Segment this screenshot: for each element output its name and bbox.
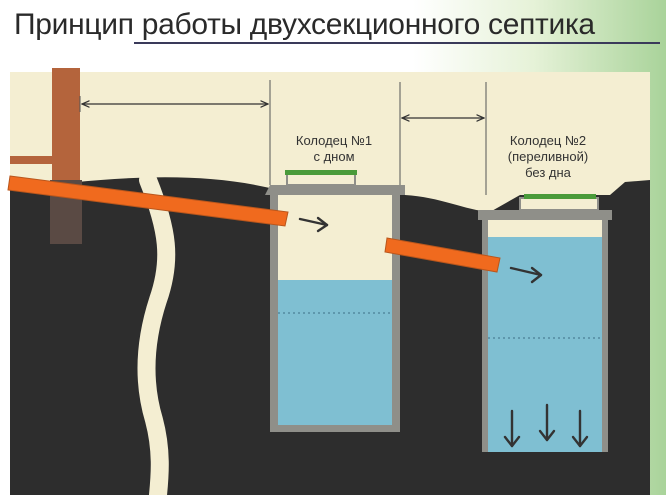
groundwater-stream — [137, 171, 176, 495]
flow-arrow-1 — [298, 216, 329, 233]
well-2-lid — [524, 194, 596, 199]
house-wall — [52, 68, 80, 180]
overflow-pipe — [384, 237, 501, 273]
house-floor — [10, 156, 55, 164]
well-2-label: Колодец №2 — [510, 133, 586, 148]
drain-arrow-3 — [571, 409, 589, 448]
well-1-water — [278, 280, 392, 425]
well-1-lid — [285, 170, 357, 175]
inlet-pipe — [7, 175, 289, 227]
drain-arrow-1 — [503, 409, 521, 448]
flow-arrow-2 — [509, 266, 543, 284]
page-title: Принцип работы двухсекционного септика — [14, 8, 595, 41]
well-1-label: Колодец №1 — [296, 133, 372, 148]
well-2-water — [488, 237, 602, 452]
well-2-sublabel: (переливной) — [508, 149, 588, 164]
well-1 — [265, 170, 405, 432]
well-2-sublabel-2: без дна — [525, 165, 572, 180]
drain-arrow-2 — [538, 403, 556, 442]
well-1-sublabel: с дном — [313, 149, 354, 164]
well-2 — [478, 194, 612, 458]
title-underline — [134, 42, 660, 44]
